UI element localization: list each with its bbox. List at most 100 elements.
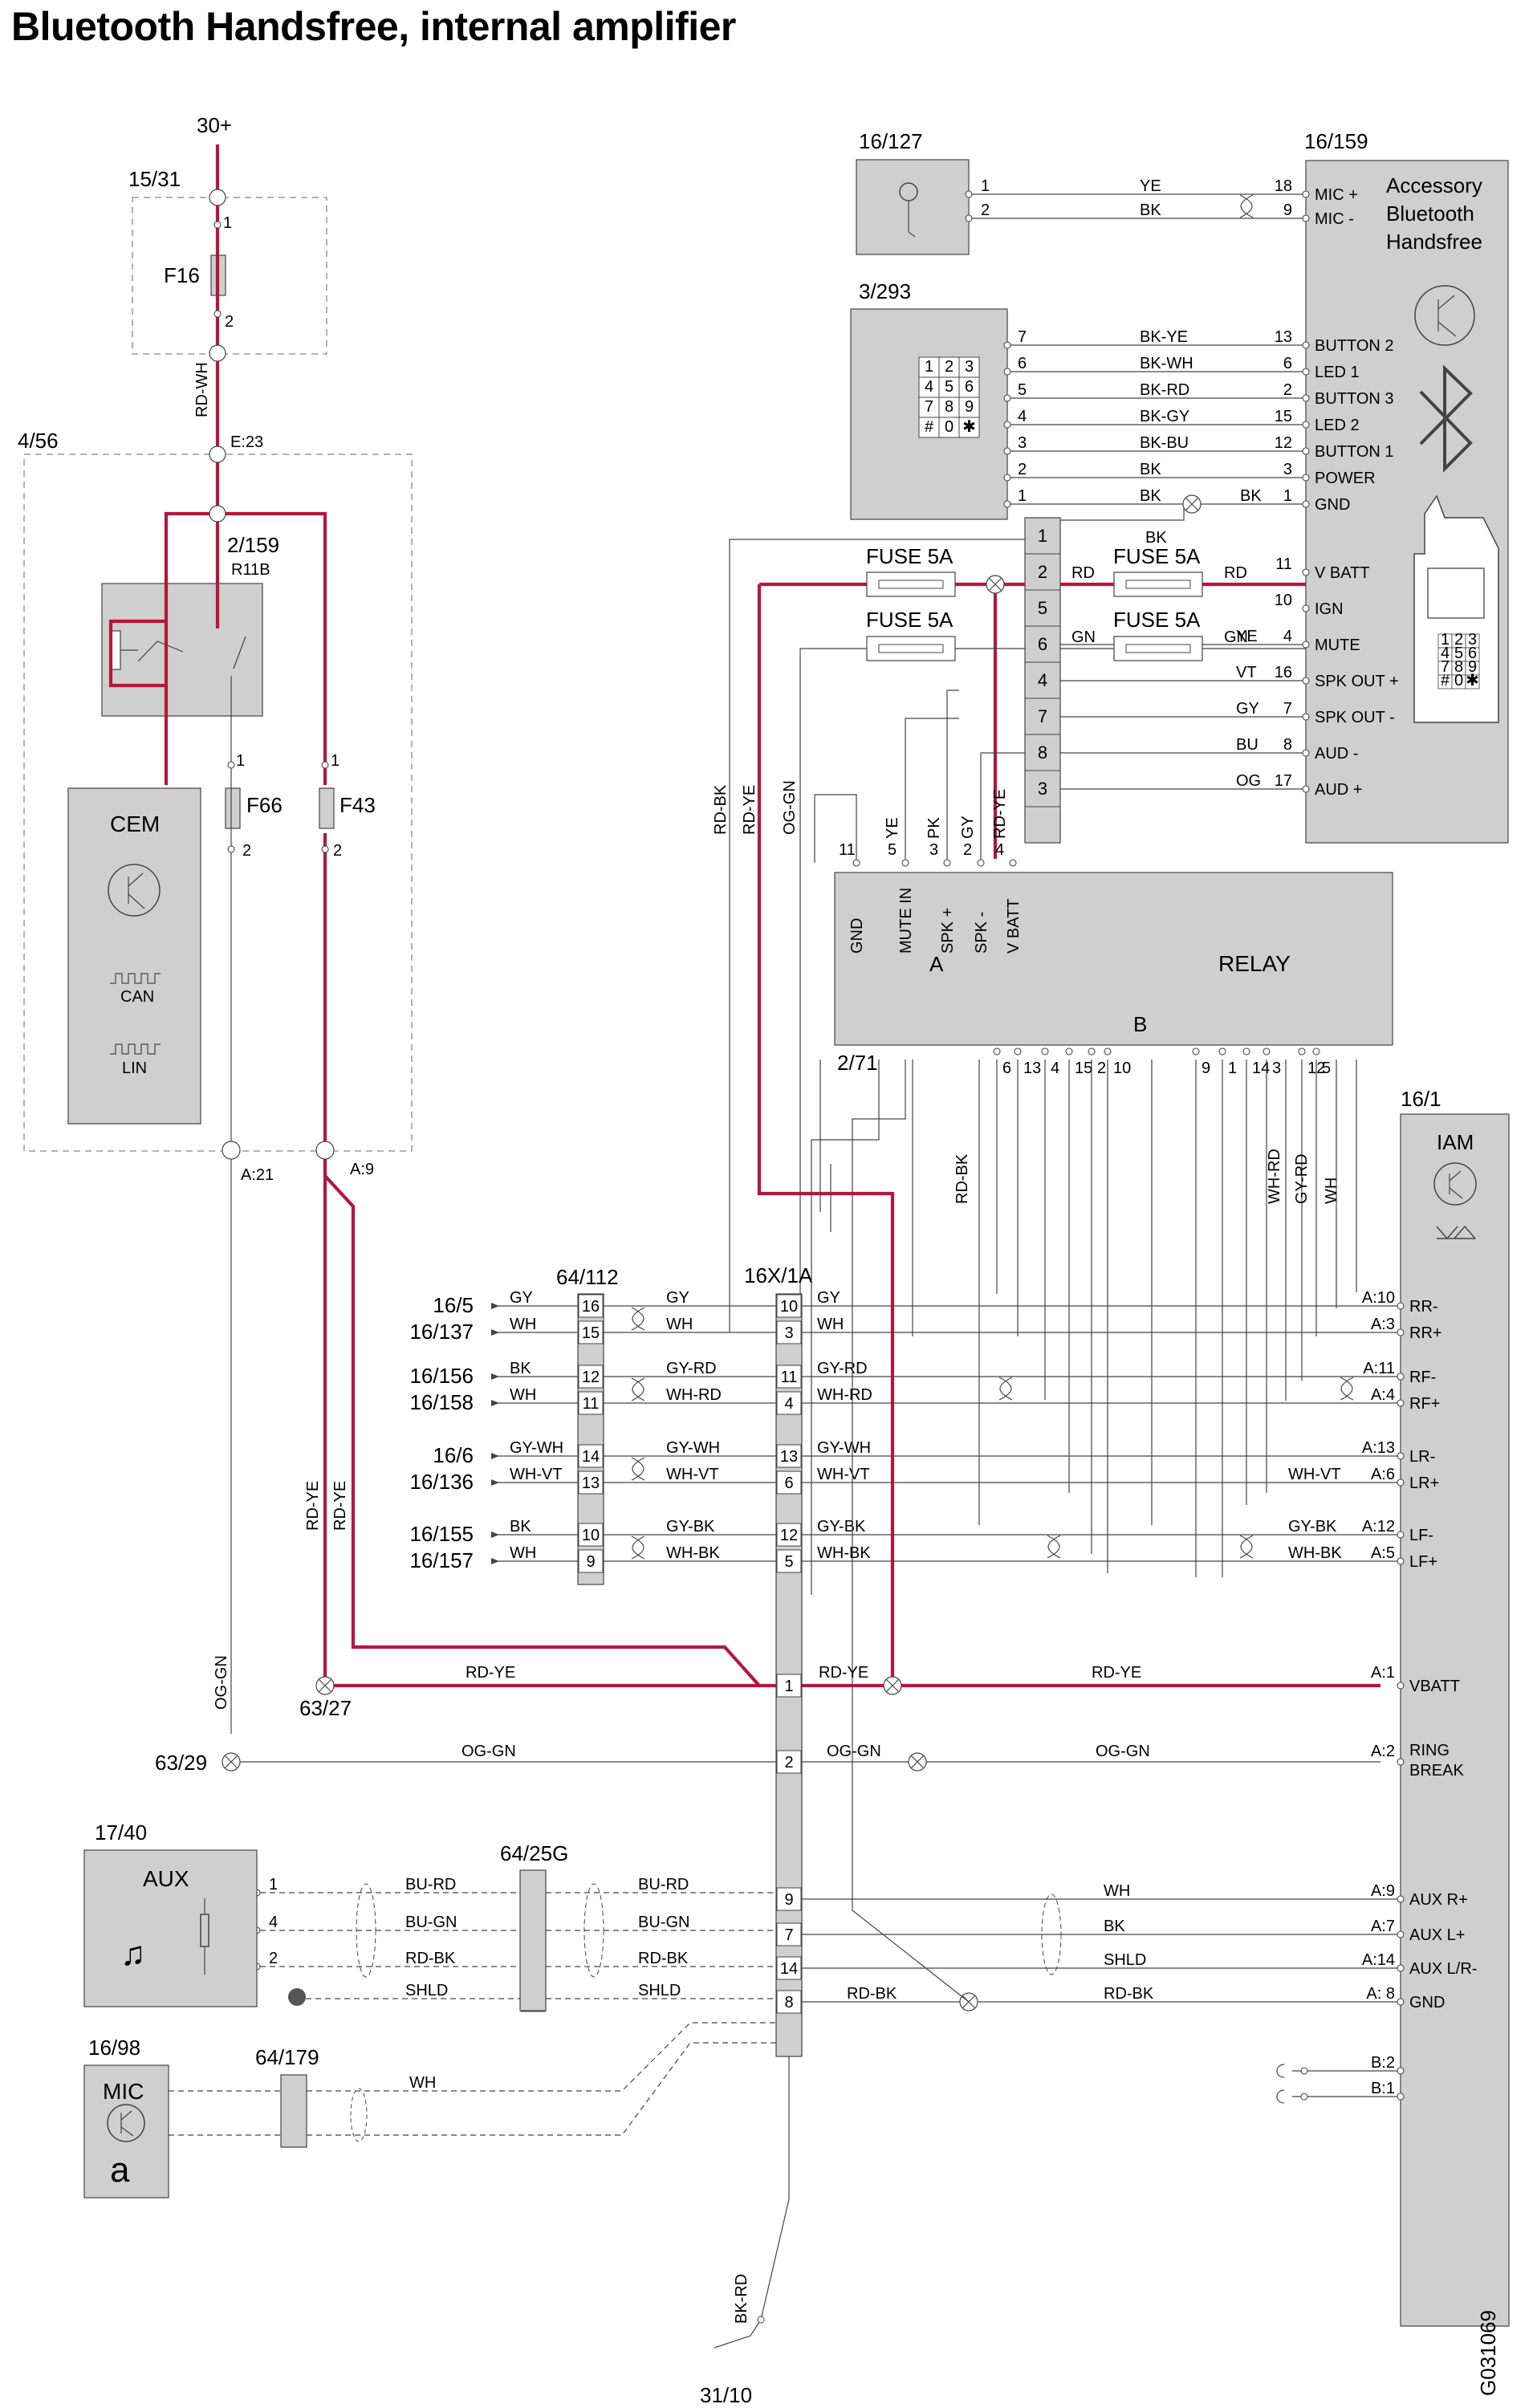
- relay-a-pin-number: 2: [963, 841, 972, 859]
- keypad-key: [958, 356, 980, 378]
- ring-color-3: OG-GN: [1096, 1743, 1150, 1760]
- c6425g-label: 64/25G: [500, 1841, 568, 1865]
- aux-label: AUX: [143, 1866, 189, 1891]
- wire-ign: [799, 648, 1306, 1549]
- bt-module-box: [1305, 160, 1509, 844]
- relay-b-pin-number: 14: [1252, 1060, 1270, 1077]
- bt-pin: [1302, 604, 1310, 612]
- iam-pin-label: LR-: [1409, 1448, 1435, 1466]
- supply-label: 30+: [197, 113, 232, 137]
- can-label: CAN: [120, 988, 154, 1006]
- iam-b-pin: B:1: [1371, 2080, 1395, 2097]
- mic-id: 16/98: [88, 2036, 140, 2060]
- audio-color-3: WH: [817, 1316, 844, 1333]
- wire-gy-rd-v: GY-RD: [1293, 1153, 1311, 1204]
- bt-pin-number: 17: [1275, 772, 1292, 790]
- relay-b-pin-number: 10: [1113, 1060, 1131, 1077]
- wire-og-gn-vertical: OG-GN: [213, 1655, 230, 1710]
- c16x1a-pin: 10: [780, 1298, 798, 1316]
- iam-pin-label: GND: [1409, 1994, 1445, 2011]
- iam-pin: [1397, 1998, 1405, 2006]
- relay-b-pin-number: 1: [1228, 1060, 1237, 1077]
- iam-pin: [1397, 1682, 1405, 1690]
- bt-pin-number: 8: [1283, 736, 1292, 754]
- c16x1a-pin-cell: [776, 1922, 802, 1946]
- mic-16-127-box: [856, 159, 970, 255]
- audio-dest: 16/137: [409, 1320, 474, 1344]
- phone-key-label: 6: [1468, 645, 1477, 662]
- mic-pin: [965, 214, 973, 222]
- aux-color-4: RD-BK: [847, 1985, 897, 2003]
- relay-switch-arm: [233, 636, 246, 669]
- wire-wh-v: WH: [1323, 1178, 1340, 1204]
- c16x1a-pin: 7: [784, 1926, 793, 1944]
- c16x1a-pin-cell: [776, 1523, 802, 1547]
- cem-transistor-icon: [108, 864, 161, 917]
- iam-pin-number: A:14: [1362, 1951, 1395, 1969]
- relay-b-pin-number: 3: [1272, 1060, 1281, 1077]
- iam-pin-number: A:3: [1371, 1316, 1395, 1333]
- fuse-f66: [225, 787, 241, 829]
- iam-pin: [1397, 1479, 1405, 1487]
- wire-rd-ye-v1: RD-YE: [304, 1481, 322, 1531]
- audio-dest: 16/155: [409, 1522, 474, 1546]
- audio-dest: 16/157: [409, 1548, 474, 1572]
- bt-pin: [1302, 474, 1310, 482]
- mic-wire: [169, 2022, 776, 2092]
- mic-wire-color: BK: [1140, 201, 1161, 219]
- strip-pin-number: 8: [1038, 742, 1047, 763]
- fuse-f16-label: F16: [164, 263, 200, 287]
- fuse-f66-label: F66: [246, 793, 283, 817]
- c64112-pin-cell: [578, 1294, 604, 1318]
- aux-id: 17/40: [95, 1820, 147, 1845]
- iam-pin: [1397, 1452, 1405, 1460]
- vbatt-color-2: RD-YE: [819, 1664, 868, 1682]
- audio-dest: 16/5: [433, 1293, 474, 1317]
- bt-pin: [1302, 641, 1310, 649]
- bt-pin: [1302, 677, 1310, 685]
- keypad-pin-label: 4: [1018, 408, 1027, 425]
- relay-b-pin: [1104, 1047, 1112, 1056]
- mic-wire: [169, 2042, 776, 2136]
- c16x1a-pin-cell: [776, 1956, 802, 1980]
- pair-twist-icon: [631, 1536, 645, 1560]
- bt-pin-number: 9: [1283, 201, 1292, 219]
- shield-icon: [356, 1883, 376, 1978]
- relay-a-wire-color: GY: [959, 816, 977, 839]
- iam-pin-label: RF-: [1409, 1369, 1436, 1386]
- phone-key-label: #: [1441, 672, 1450, 689]
- relay-a-pin: [901, 859, 909, 867]
- aux-color-1: BU-RD: [405, 1876, 456, 1893]
- wire-bk-rd-ground: BK-RD: [733, 2274, 750, 2324]
- c64112-pin: 14: [582, 1448, 600, 1466]
- keypad-pin: [1003, 500, 1011, 508]
- audio-color-2: WH-RD: [666, 1386, 722, 1404]
- c16x1a-pin: 14: [780, 1960, 798, 1978]
- audio-color-1: WH: [510, 1544, 536, 1562]
- relay-a-pin-label: SPK +: [939, 908, 957, 954]
- relay-b-pin-number: 6: [1002, 1060, 1011, 1077]
- iam-pin-label: RR+: [1409, 1324, 1442, 1342]
- phone-key-label: ✱: [1466, 672, 1479, 689]
- cem-transistor-e: [128, 893, 145, 909]
- iam-id: 16/1: [1401, 1087, 1441, 1111]
- wire-rd-wh: RD-WH: [193, 362, 211, 417]
- phone-key: [1465, 674, 1480, 689]
- keypad-key-label: 4: [925, 378, 933, 396]
- c64112-pin: 13: [582, 1474, 600, 1492]
- c16x1a-pin-cell: [776, 1887, 802, 1911]
- c64112-pin: 10: [582, 1527, 600, 1544]
- cem-a9: A:9: [350, 1161, 374, 1178]
- strip-pin-number: 5: [1038, 598, 1047, 618]
- aux-color-2: BU-GN: [638, 1914, 689, 1931]
- c16x1a-pin: 6: [784, 1474, 793, 1492]
- iam-pin: [1397, 2067, 1405, 2075]
- iam-pin-label: BREAK: [1409, 1762, 1464, 1780]
- ground-3110: 31/10: [700, 2383, 752, 2407]
- cem-module-id: 4/56: [18, 429, 59, 453]
- relay-a-pin: [1009, 859, 1017, 867]
- strip-pin-number: 3: [1038, 779, 1047, 799]
- relay-b-pin-number: 5: [1322, 1060, 1331, 1077]
- page-title: Bluetooth Handsfree, internal amplifier: [11, 4, 736, 49]
- fuse-5a-4-label: FUSE 5A: [1113, 608, 1201, 632]
